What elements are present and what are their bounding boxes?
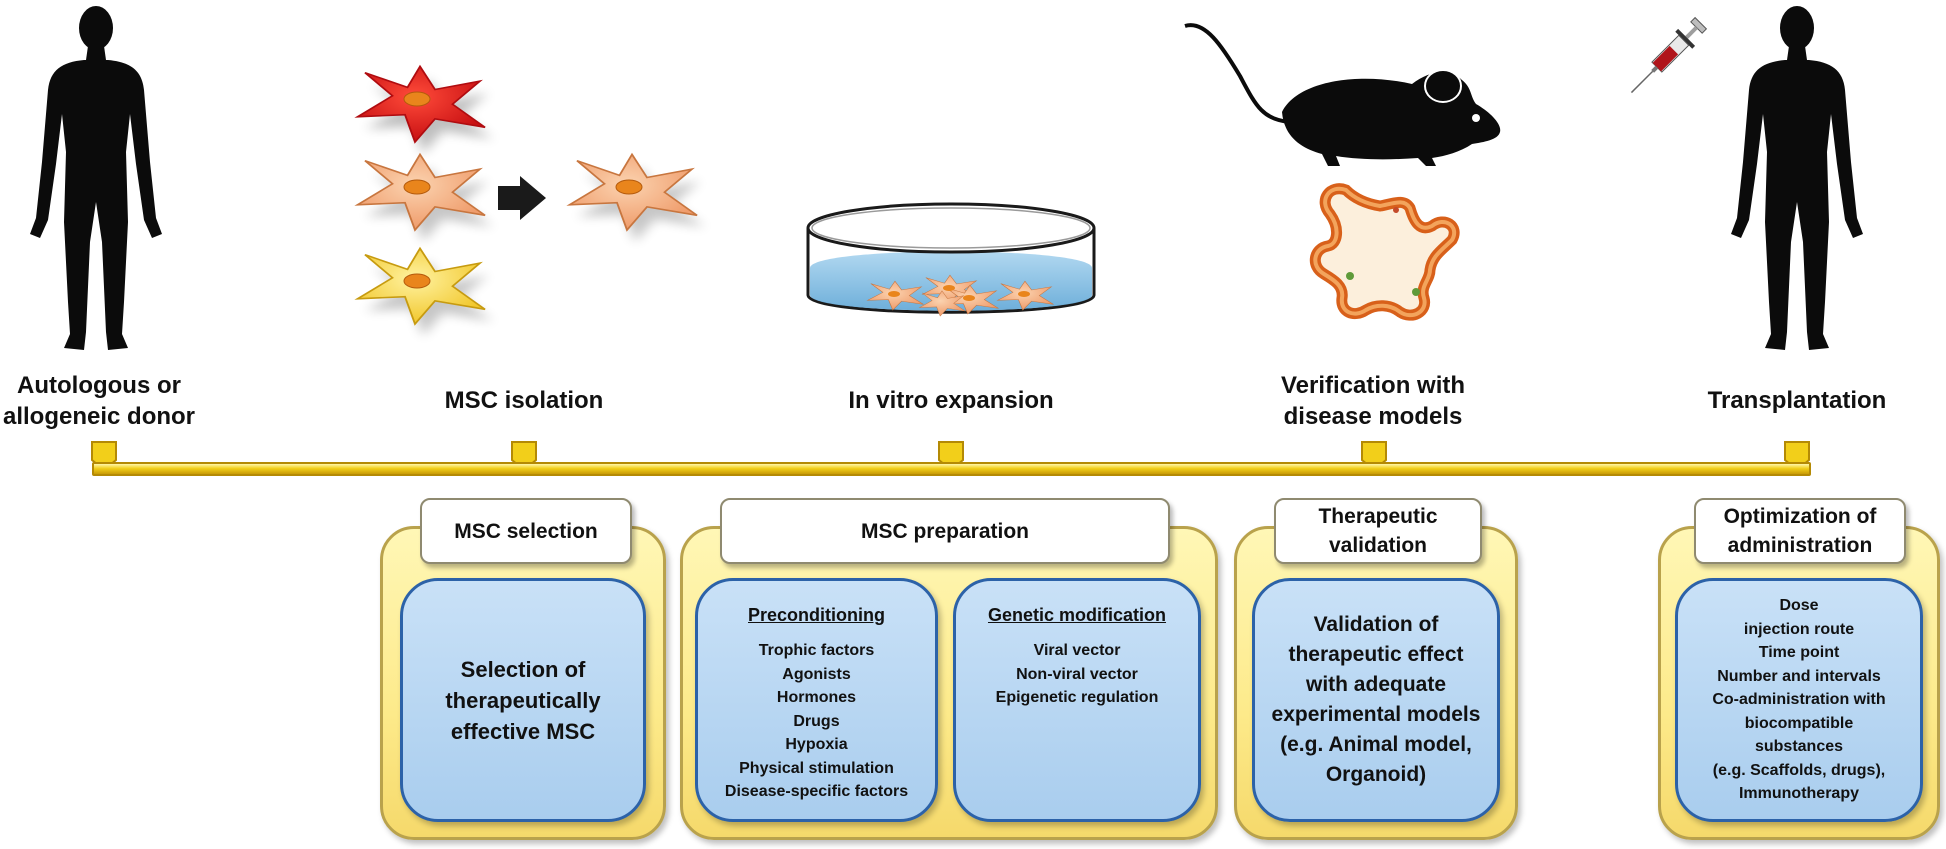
list-item: Hormones [776, 689, 857, 706]
human-silhouette-icon [30, 6, 162, 350]
list-item: Viral vector [1033, 642, 1121, 659]
list-item: Dose [1779, 597, 1819, 615]
arrow-right-icon [498, 176, 546, 220]
timeline-bar [92, 462, 1811, 476]
list-item: Co-administration with [1712, 691, 1886, 709]
tab-therapeutic-validation: Therapeutic validation [1274, 498, 1482, 564]
stage-label-expansion: In vitro expansion [848, 387, 1054, 414]
msc-cell-icon [356, 247, 493, 336]
petri-dish-icon [806, 202, 1096, 317]
list-item: Agonists [782, 665, 851, 683]
list-item: Time point [1758, 644, 1840, 662]
mouse-icon [1184, 23, 1501, 166]
organoid-icon [1309, 183, 1460, 321]
list-item: (e.g. Scaffolds, drugs), [1712, 761, 1886, 779]
msc-cell-icon [356, 153, 493, 242]
administration-box: Dose injection route Time point Number a… [1675, 578, 1923, 822]
stage-label-transplantation: Transplantation [1707, 387, 1887, 414]
genetic-modification-box: Genetic modification Viral vector Non-vi… [953, 578, 1201, 822]
list-item: Non-viral vector [1016, 665, 1138, 683]
validation-box: Validation of therapeutic effect with ad… [1252, 578, 1500, 822]
tab-msc-selection: MSC selection [420, 498, 632, 564]
list-item: Epigenetic regulation [995, 689, 1159, 706]
list-item: injection route [1743, 620, 1855, 638]
syringe-icon [1630, 16, 1708, 94]
list-item: Number and intervals [1717, 667, 1881, 685]
list-item: Disease-specific factors [724, 783, 909, 800]
tab-optimization-of-administration: Optimization of administration [1694, 498, 1906, 564]
list-item: Immunotherapy [1738, 785, 1859, 803]
list-item: substances [1754, 738, 1844, 756]
tab-msc-preparation: MSC preparation [720, 498, 1170, 564]
list-item: Drugs [793, 712, 840, 730]
list-item: biocompatible [1744, 714, 1854, 732]
preconditioning-box: Preconditioning Trophic factors Agonists… [695, 578, 938, 822]
list-item: Physical stimulation [739, 759, 894, 777]
msc-cell-icon [356, 65, 493, 154]
human-silhouette-icon [1731, 6, 1863, 350]
list-item: Trophic factors [758, 642, 875, 659]
stage-label-isolation: MSC isolation [444, 387, 604, 414]
selection-box: Selection of therapeutically effective M… [400, 578, 646, 822]
msc-cell-icon [568, 153, 705, 242]
list-item: Hypoxia [785, 736, 848, 753]
